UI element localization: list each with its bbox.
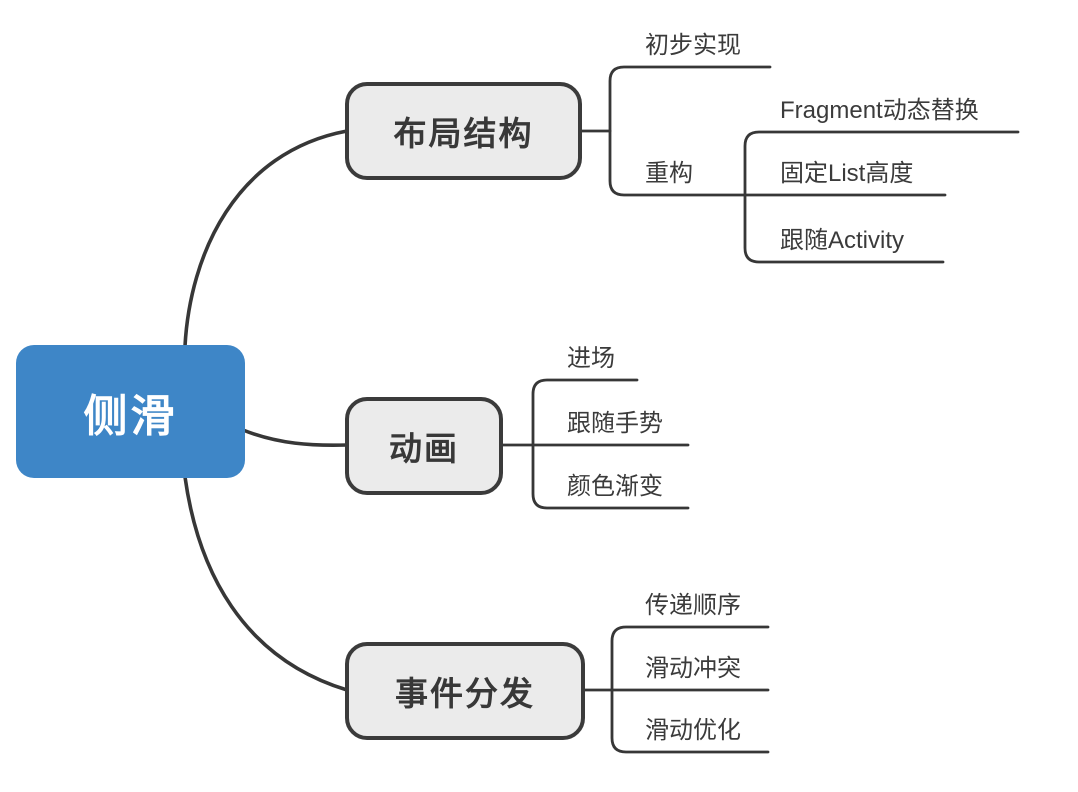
node-root[interactable]: 侧滑	[16, 345, 245, 478]
node-follow-gesture[interactable]: 跟随手势	[567, 410, 663, 437]
connector-refactor-bracket	[743, 130, 1020, 264]
event-dispatch-label: 事件分发	[395, 675, 535, 712]
node-initial-implementation[interactable]: 初步实现	[645, 32, 741, 59]
connector-event-bracket	[610, 625, 770, 754]
connector-root-to-event	[183, 475, 349, 692]
node-slide-optimization[interactable]: 滑动优化	[645, 717, 741, 744]
node-pass-order[interactable]: 传递顺序	[645, 592, 741, 619]
animation-label: 动画	[389, 430, 459, 467]
connector-layout-bracket	[608, 65, 947, 197]
node-slide-conflict[interactable]: 滑动冲突	[645, 655, 741, 682]
node-event-dispatch[interactable]: 事件分发	[345, 642, 585, 740]
root-label: 侧滑	[83, 391, 178, 441]
node-refactor[interactable]: 重构	[645, 160, 693, 187]
node-animation[interactable]: 动画	[345, 397, 503, 495]
node-layout-structure[interactable]: 布局结构	[345, 82, 582, 180]
node-follow-activity[interactable]: 跟随Activity	[780, 227, 905, 254]
node-color-gradient[interactable]: 颜色渐变	[567, 473, 663, 500]
connector-root-to-layout	[183, 129, 349, 348]
node-fixed-list-height[interactable]: 固定List高度	[780, 160, 914, 187]
node-enter-animation[interactable]: 进场	[567, 345, 615, 372]
connector-animation-bracket	[531, 378, 690, 510]
layout-structure-label: 布局结构	[393, 115, 534, 152]
connector-root-to-animation	[241, 428, 349, 447]
node-fragment-dynamic-replace[interactable]: Fragment动态替换	[780, 97, 979, 124]
